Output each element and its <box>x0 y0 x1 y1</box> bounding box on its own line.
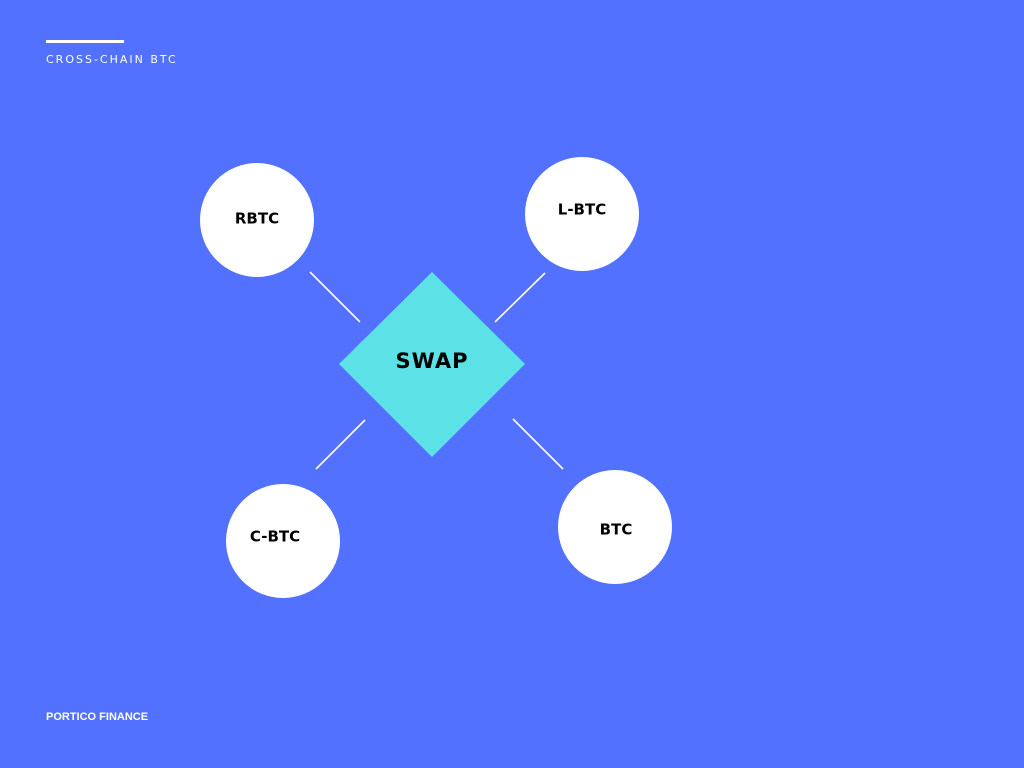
node-l-btc-label: L-BTC <box>558 201 606 219</box>
connector-rbtc <box>309 271 361 323</box>
node-rbtc-circle <box>200 163 314 277</box>
connector-c-btc <box>315 419 366 470</box>
swap-hub: SWAP <box>339 272 525 457</box>
section-eyebrow: CROSS-CHAIN BTC <box>46 53 178 66</box>
node-btc: BTC <box>558 470 672 584</box>
node-l-btc-circle <box>525 157 639 271</box>
swap-hub-label: SWAP <box>396 349 469 373</box>
connector-l-btc <box>494 272 546 323</box>
node-btc-circle <box>558 470 672 584</box>
connector-btc <box>512 418 564 470</box>
swap-diamond-shape <box>339 272 525 457</box>
node-c-btc-circle <box>226 484 340 598</box>
node-l-btc: L-BTC <box>525 157 639 271</box>
header-accent-rule <box>46 40 124 43</box>
node-btc-label: BTC <box>600 521 633 539</box>
node-rbtc: RBTC <box>200 163 314 277</box>
footer-brand: PORTICO FINANCE <box>46 711 149 723</box>
node-c-btc-label: C-BTC <box>250 528 300 546</box>
node-rbtc-label: RBTC <box>235 210 279 228</box>
node-c-btc: C-BTC <box>226 484 340 598</box>
